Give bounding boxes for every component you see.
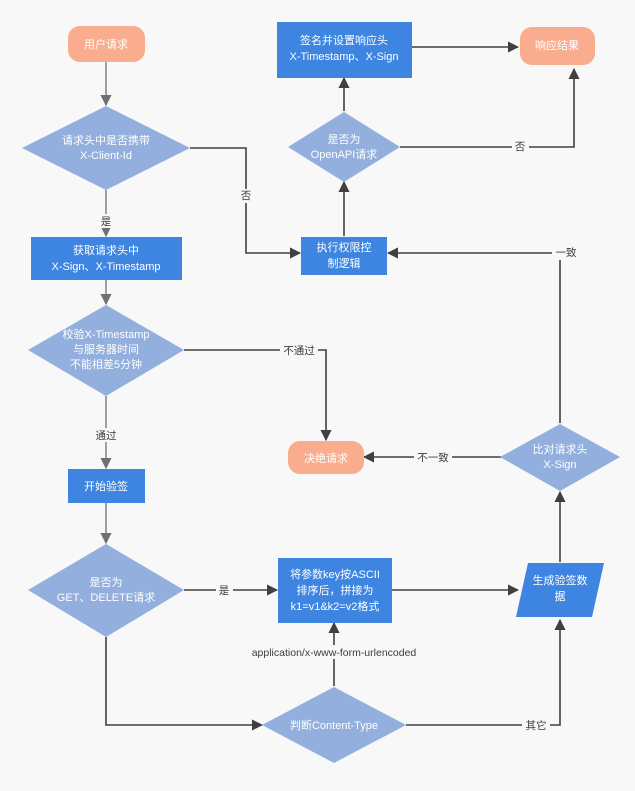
edge-label-pass: 通过 [96,429,117,442]
edge-label-yes-method: 是 [219,585,230,597]
node-has-client-id-shape[interactable] [22,106,190,190]
edge-is-openapi-to-response [400,67,580,148]
node-auth-logic-shape[interactable] [301,237,387,275]
node-get-headers[interactable]: 获取请求头中 X-Sign、X-Timestamp [31,237,182,280]
node-reject-request[interactable]: 决绝请求 [288,441,364,474]
node-sign-response-shape[interactable] [277,22,412,78]
edge-label-bg-fail [280,343,318,357]
node-reject-request-shape[interactable] [288,441,364,474]
edge-label-bg-no-1 [238,189,255,203]
node-response[interactable]: 响应结果 [520,27,595,65]
node-auth-logic[interactable]: 执行权限控 制逻辑 [301,237,387,275]
node-content-type[interactable]: 判断Content-Type [262,687,406,763]
edge-label-yes-client-id: 是 [101,216,112,228]
edge-compare-sign-to-auth-logic [386,247,561,423]
node-compare-sign-shape[interactable] [500,424,620,491]
edge-label-bg-yes-2 [216,583,233,597]
node-begin-verify[interactable]: 开始验签 [68,469,145,503]
node-sort-params[interactable]: 将参数key按ASCII 排序后，拼接为 k1=v1&k2=v2格式 [278,558,392,623]
node-sign-response[interactable]: 签名并设置响应头 X-Timestamp、X-Sign [277,22,412,78]
node-check-timestamp[interactable]: 校验X-Timestamp 与服务器时间 不能相差5分钟 [28,305,184,396]
node-sort-params-shape[interactable] [278,558,392,623]
node-generate-sign-data-shape[interactable] [516,563,604,617]
edge-check-ts-to-reject [184,349,332,442]
node-get-headers-shape[interactable] [31,237,182,280]
edge-label-bg-yes-1 [98,214,115,228]
node-check-timestamp-shape[interactable] [28,305,184,396]
edge-label-bg-other [522,718,550,732]
node-is-get-delete[interactable]: 是否为 GET、DELETE请求 [28,544,184,637]
edge-label-no-openapi: 否 [515,141,526,153]
node-response-shape[interactable] [520,27,595,65]
node-begin-verify-shape[interactable] [68,469,145,503]
edge-label-mismatch: 不一致 [417,451,449,464]
edge-label-bg-pass [92,428,121,442]
edge-label-urlencoded: application/x-www-form-urlencoded [252,647,417,659]
node-is-get-delete-shape[interactable] [28,544,184,637]
edge-label-bg-mismatch [414,450,452,464]
node-start[interactable]: 用户请求 [68,26,145,62]
edge-label-match: 一致 [556,246,577,259]
edge-label-no-client-id: 否 [241,190,252,202]
edge-is-get-delete-to-content-type [105,637,264,731]
edge-layer: 是 否 不通过 通过 是 application/x-www-form-urle… [92,41,580,732]
node-has-client-id[interactable]: 请求头中是否携带 X-Client-Id [22,106,190,190]
edge-label-other: 其它 [526,719,547,732]
edge-content-type-to-gen-sign [406,618,566,726]
node-generate-sign-data[interactable]: 生成验签数 据 [516,563,604,617]
edge-label-bg-match [552,246,580,260]
edge-label-fail: 不通过 [283,344,315,357]
edge-label-bg-urlencoded [230,645,438,659]
node-content-type-shape[interactable] [262,687,406,763]
node-is-openapi[interactable]: 是否为 OpenAPI请求 [288,112,400,182]
node-start-shape[interactable] [68,26,145,62]
node-compare-sign[interactable]: 比对请求头 X-Sign [500,424,620,491]
edge-label-bg-no-2 [512,140,529,154]
node-is-openapi-shape[interactable] [288,112,400,182]
